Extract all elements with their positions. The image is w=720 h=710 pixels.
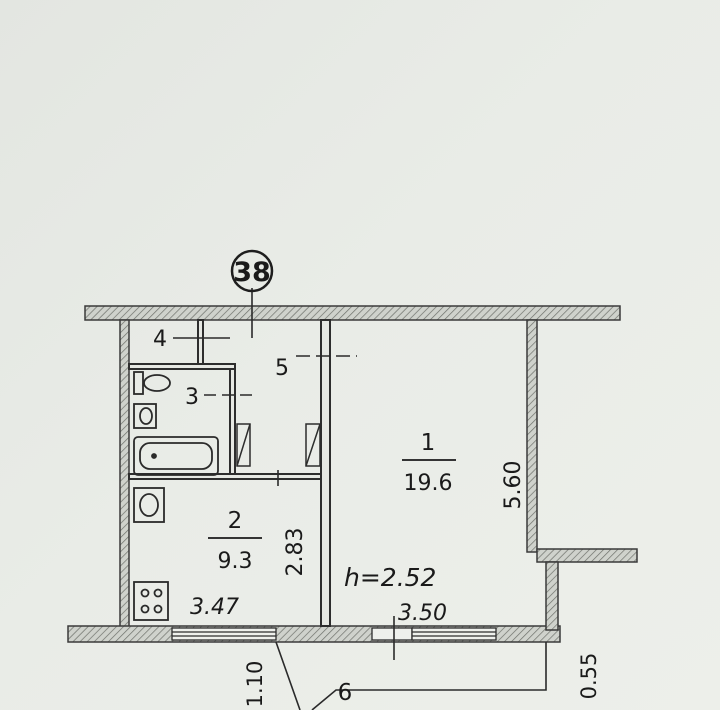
partition-kitchen-top xyxy=(128,473,322,480)
room-labels: 1 19.6 2 9.3 3 4 5 6 xyxy=(153,327,456,706)
interior-walls xyxy=(128,319,331,627)
kitchen-length: 2.83 xyxy=(283,528,308,577)
axis-marker: 38 xyxy=(230,249,274,293)
room-4-number: 4 xyxy=(153,327,167,352)
room-1-number: 1 xyxy=(421,430,436,456)
partition-main xyxy=(320,319,331,627)
leader-lines xyxy=(173,288,547,710)
partition-closet xyxy=(197,319,204,365)
kitchen-width: 3.47 xyxy=(190,595,239,620)
partition-bath-top xyxy=(128,363,236,370)
room-1-width: 3.50 xyxy=(398,601,447,626)
window-room xyxy=(411,627,497,641)
bathtub-icon xyxy=(133,436,219,476)
fixtures xyxy=(133,371,219,621)
room-5-number: 5 xyxy=(275,356,289,381)
right-wall-upper xyxy=(526,319,538,553)
window-kitchen xyxy=(171,627,277,641)
windows xyxy=(171,627,497,641)
room-1-length: 5.60 xyxy=(501,461,526,510)
sink-icon xyxy=(133,403,157,429)
balcony-depth: 1.10 xyxy=(243,661,267,708)
kitchen-sink-icon xyxy=(133,487,165,523)
room-1-area: 19.6 xyxy=(404,471,453,496)
left-wall xyxy=(119,319,130,631)
axis-marker-circle xyxy=(230,249,274,293)
door-bath xyxy=(236,423,251,467)
top-wall xyxy=(84,305,621,321)
axis-marker-label: 38 xyxy=(233,257,271,288)
door-room xyxy=(305,423,321,467)
wall-offset: 0.55 xyxy=(577,653,601,700)
right-wall-lower xyxy=(545,561,559,631)
toilet-icon xyxy=(133,371,171,395)
partition-bath-right xyxy=(229,368,236,478)
room-2-area: 9.3 xyxy=(218,549,253,574)
stove-icon xyxy=(133,581,169,621)
right-wall-ledge xyxy=(536,548,638,563)
room-3-number: 3 xyxy=(185,385,199,410)
doors xyxy=(236,423,321,467)
ceiling-height: h=2.52 xyxy=(344,563,436,592)
room-6-number: 6 xyxy=(338,680,353,706)
door-balcony xyxy=(371,627,413,641)
room-2-number: 2 xyxy=(228,508,243,534)
dimension-labels: h=2.52 3.50 3.47 5.60 2.83 1.10 0.55 xyxy=(190,461,601,708)
